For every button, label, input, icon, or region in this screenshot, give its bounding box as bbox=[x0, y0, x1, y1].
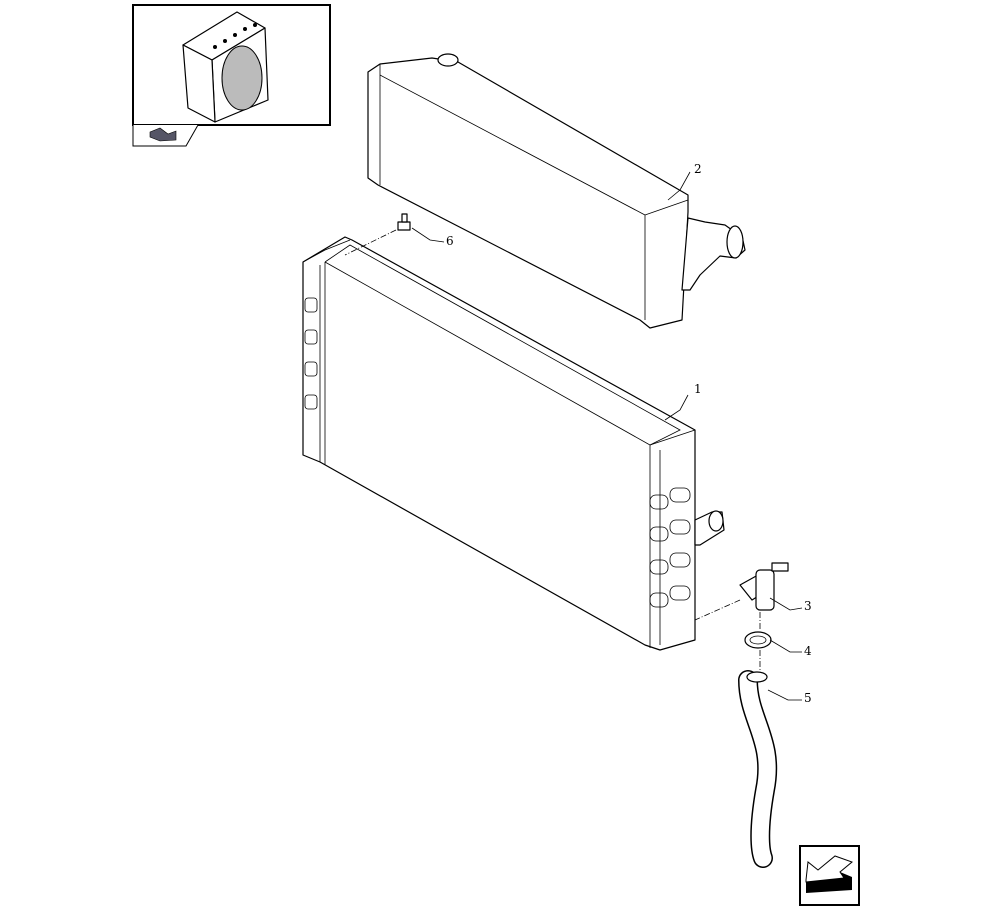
hose-clamp-part-4[interactable] bbox=[744, 631, 772, 670]
thumbnail-tab[interactable] bbox=[132, 124, 199, 147]
callout-3: 3 bbox=[804, 599, 812, 613]
previous-page-button[interactable] bbox=[799, 845, 860, 906]
assembly-thumbnail[interactable] bbox=[132, 4, 331, 126]
callout-1: 1 bbox=[694, 382, 702, 396]
drain-hose-part-5[interactable] bbox=[738, 670, 778, 868]
callout-5: 5 bbox=[804, 691, 812, 705]
previous-page-arrow-icon bbox=[805, 855, 853, 893]
callout-2: 2 bbox=[694, 162, 702, 176]
radiator-part-1[interactable] bbox=[302, 236, 725, 651]
callout-4: 4 bbox=[804, 644, 812, 658]
intercooler-part-2[interactable] bbox=[367, 53, 746, 329]
bleed-screw-part-6[interactable] bbox=[344, 213, 411, 256]
callout-6: 6 bbox=[446, 234, 454, 248]
back-arrow-icon bbox=[149, 127, 177, 142]
drain-valve-part-3[interactable] bbox=[694, 562, 789, 630]
